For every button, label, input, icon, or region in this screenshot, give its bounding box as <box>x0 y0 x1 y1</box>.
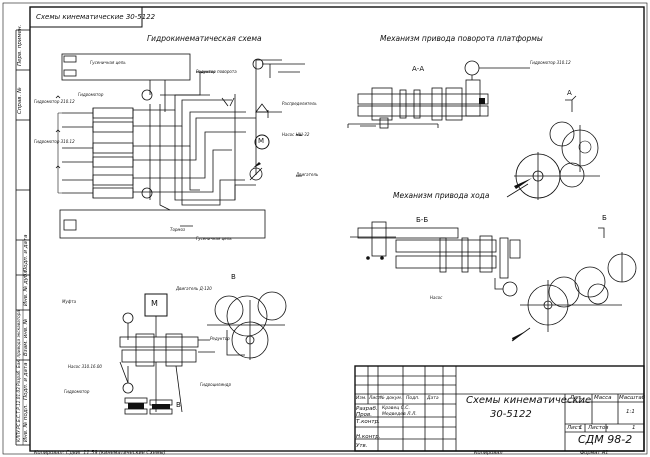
tank-bottom-label: Гусеничная цепь <box>196 236 232 241</box>
callout-3: Распределитель <box>282 101 317 106</box>
footer-mid: Копировал <box>474 450 503 456</box>
callout-7: Гидромотор 310.12 <box>34 139 75 144</box>
col-mass: Масса <box>594 395 612 401</box>
callout-13: Гидромотор 310.12 <box>530 60 571 65</box>
col-lit: Лит. <box>570 395 583 401</box>
callout-14: Гидроцилиндр <box>200 382 231 387</box>
row-sign: Подп. <box>406 396 420 401</box>
callout-12: Насос 310.16.00 <box>68 364 102 369</box>
row-date: Дата <box>427 396 439 401</box>
callout-2: Гидромотор <box>78 92 104 97</box>
callout-15: Гидромотор <box>64 389 90 394</box>
side-label-8: КЛПУ.РС.Б.С.Т.Р.12.01.03 Разраб. Бак. пр… <box>16 310 21 442</box>
corner-title: Схемы кинематические 30-5122 <box>36 13 156 21</box>
tank-top-label: Гусеничная цепь <box>90 60 126 65</box>
side-label-1: Перв. примен. <box>17 24 23 66</box>
rotation-drive-title: Механизм привода поворота платформы <box>380 34 543 43</box>
scale-value: 1:1 <box>626 409 635 415</box>
side-label-2: Справ. № <box>17 87 23 114</box>
callout-1: Редуктор поворота <box>196 69 237 74</box>
callout-11: Редуктор <box>210 336 230 341</box>
title-name-line2: 30-5122 <box>490 409 532 420</box>
callout-6: Гидромотор 210.12 <box>34 99 75 104</box>
section-bb-label: Б-Б <box>416 216 429 224</box>
callout-10: Муфта <box>62 299 77 304</box>
callout-16: Насос <box>430 295 443 300</box>
row-ncontrol: Н.контр. <box>356 434 381 440</box>
row-develop: Разраб. <box>356 406 378 412</box>
row-develop-name: Кравец С.С. <box>382 406 410 411</box>
view-v-label-lower: В <box>176 401 181 409</box>
callout-8: Тормоз <box>170 227 186 232</box>
sheet-number: 1 <box>579 425 583 431</box>
callout-9: Двигатель Д-120 <box>176 286 212 291</box>
sheets-number: 1 <box>632 425 636 431</box>
row-check: Пров. <box>356 412 372 418</box>
view-a-label: А <box>567 89 572 97</box>
side-label-4: Инв. № дубл. <box>23 268 29 306</box>
side-label-3: Подп. и дата <box>23 234 29 272</box>
row-approve: Утв. <box>356 443 368 449</box>
row-izm: Изм. <box>356 396 367 401</box>
view-v-label: В <box>231 273 236 281</box>
motor-symbol-lower: М <box>151 299 158 308</box>
view-b-label: Б <box>602 214 607 222</box>
travel-drive-title: Механизм привода хода <box>393 191 490 200</box>
row-tcontrol: Т.контр. <box>356 419 380 425</box>
row-doc: № докум. <box>380 396 403 401</box>
row-check-name: Медведев Л.Л. <box>382 412 417 417</box>
motor-symbol-upper: М <box>258 137 265 145</box>
sheet-label: Лист <box>567 425 581 431</box>
title-doc-code: СДМ 98-2 <box>578 433 633 446</box>
side-label-7: Инв. № подл. <box>23 404 29 442</box>
row-list: Лист <box>369 396 381 401</box>
section-aa-label: А-А <box>412 65 425 73</box>
footer-right: Формат А1 <box>580 450 609 456</box>
side-label-5: Взам. инв. № <box>23 318 29 356</box>
footer-left: Копировал: Сдвиг 11.59 (кинематические С… <box>34 450 166 456</box>
title-name-line1: Схемы кинематические <box>466 395 592 406</box>
callout-4: Насос НШ-32 <box>282 132 310 137</box>
hydro-scheme-title: Гидрокинематическая схема <box>147 34 262 43</box>
callout-5: Двигатель <box>296 172 319 177</box>
col-scale: Масштаб <box>619 395 646 401</box>
side-label-6: Подп. и дата <box>23 362 29 400</box>
sheets-label: Листов <box>588 425 609 431</box>
